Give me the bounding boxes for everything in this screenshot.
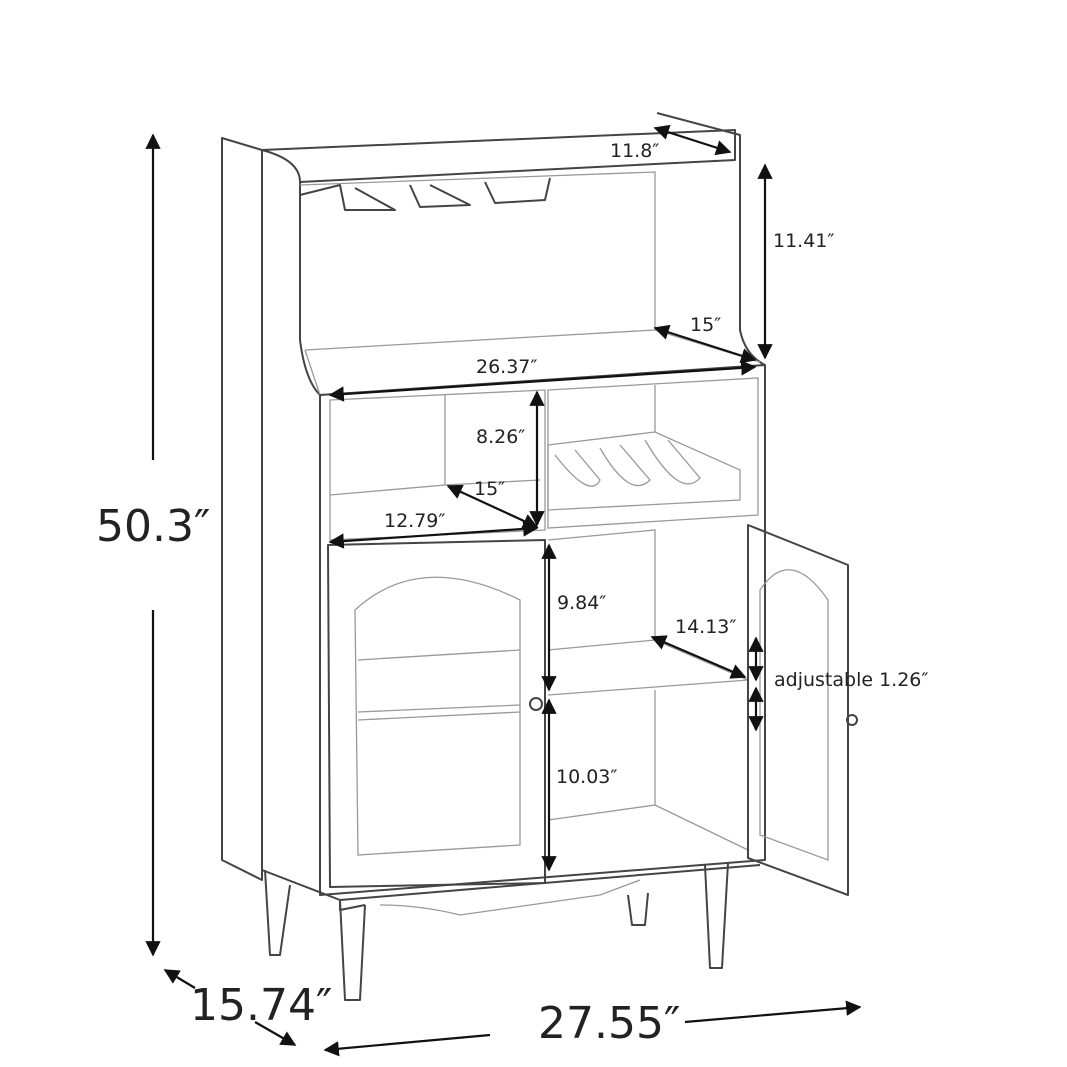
right-door[interactable] [747,524,858,896]
left-door[interactable] [327,539,546,888]
total-depth-label: 15.74″ [190,980,333,1031]
total-width-label: 27.55″ [538,998,681,1049]
shelf-adjust-label: adjustable 1.26″ [774,669,929,691]
cubby-height-label: 8.26″ [476,426,526,448]
legs [261,862,761,1001]
cabinet-upper-height-label: 9.84″ [557,592,607,614]
cubby-depth-label: 15″ [474,478,506,500]
cabinet-body [221,112,766,896]
total-height-label: 50.3″ [96,501,211,552]
dimension-lines [145,124,862,1057]
shelf-depth-label: 14.13″ [675,616,737,638]
cabinet-lower-height-label: 10.03″ [556,766,618,788]
counter-width-label: 26.37″ [476,356,538,378]
cubby-width-label: 12.79″ [384,510,446,532]
upper-height-label: 11.41″ [773,230,835,252]
top-shelf-depth-label: 11.8″ [610,140,660,162]
upper-depth-label: 15″ [690,314,722,336]
